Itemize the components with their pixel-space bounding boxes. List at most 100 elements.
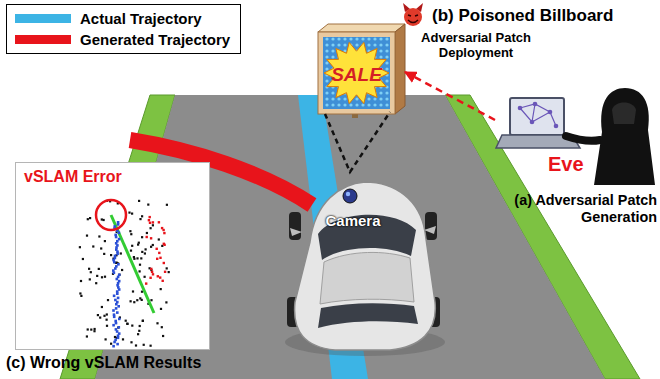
map-point (159, 276, 161, 278)
map-point (80, 280, 82, 282)
connector (405, 72, 495, 120)
devil-icon (408, 20, 418, 23)
vehicle: Camera (280, 172, 445, 352)
trajectory-point (118, 318, 121, 321)
part-title: (a) Adversarial Patch Generation (495, 192, 657, 227)
car (424, 226, 436, 234)
map-point (130, 233, 132, 235)
map-point (150, 299, 152, 301)
map-point (161, 245, 163, 247)
map-point (79, 246, 81, 248)
map-point (138, 242, 140, 244)
map-point (163, 262, 165, 264)
map-point (166, 204, 168, 206)
map-point (103, 315, 105, 317)
map-point (150, 246, 152, 248)
part-title: (c) Wrong vSLAM Results (6, 353, 201, 372)
map-point (101, 276, 103, 278)
billboard (318, 24, 405, 32)
attacker-figure (612, 103, 636, 125)
trajectory-point (113, 316, 116, 319)
car (346, 192, 350, 196)
map-point (122, 338, 124, 340)
map-point (120, 252, 122, 254)
billboard-text: SALE (318, 64, 395, 87)
attacker-name: Eve (548, 152, 584, 176)
trajectory-point (115, 307, 118, 310)
map-point (133, 301, 135, 303)
map-point (158, 221, 160, 223)
devil-icon (403, 3, 423, 26)
map-point (162, 280, 164, 282)
map-point (165, 301, 167, 303)
map-point (149, 216, 151, 218)
map-point (139, 218, 141, 220)
map-point (114, 336, 116, 338)
map-point (110, 343, 112, 345)
map-point (144, 252, 146, 254)
map-point (158, 238, 160, 240)
map-point (150, 237, 152, 239)
map-point (145, 282, 147, 284)
map-point (164, 271, 166, 273)
vslam-result-panel: vSLAM Error(c) Wrong vSLAM Results (15, 162, 210, 350)
map-point (152, 221, 154, 223)
map-point (143, 344, 145, 346)
trajectory-point (113, 341, 116, 344)
trajectory-point (118, 326, 121, 329)
trajectory-point (116, 253, 119, 256)
map-point (86, 235, 88, 237)
car (343, 189, 357, 203)
map-point (90, 329, 92, 331)
map-point (100, 247, 102, 249)
trajectory-point (117, 223, 120, 226)
map-point (131, 213, 133, 215)
map-point (125, 320, 127, 322)
trajectory-point (115, 236, 118, 239)
map-point (140, 257, 142, 259)
laptop (533, 102, 538, 107)
map-point (86, 335, 88, 337)
map-point (90, 271, 92, 273)
devil-icon (404, 8, 422, 26)
map-point (141, 215, 143, 217)
car (290, 228, 302, 236)
legend-swatch (15, 35, 71, 44)
legend-swatch (15, 14, 71, 23)
map-point (107, 299, 109, 301)
map-point (95, 282, 97, 284)
map-point (142, 320, 144, 322)
trajectory-point (116, 343, 119, 346)
map-point (137, 333, 139, 335)
map-point (146, 236, 148, 238)
part-title: (b) Poisoned Billboard (432, 6, 613, 26)
map-point (168, 271, 170, 273)
map-point (156, 248, 158, 250)
map-point (163, 243, 165, 245)
map-point (87, 328, 89, 330)
car (295, 182, 436, 350)
map-point (150, 268, 152, 270)
map-point (96, 275, 98, 277)
trajectory-point (113, 295, 116, 298)
map-point (138, 330, 140, 332)
map-point (130, 250, 132, 252)
map-point (130, 341, 132, 343)
poisoned-billboard: SALE(b) Poisoned Billboard (318, 24, 405, 114)
map-point (147, 204, 149, 206)
map-point (160, 288, 162, 290)
map-point (136, 299, 138, 301)
map-point (135, 344, 137, 346)
trajectory-point (113, 271, 116, 274)
map-point (98, 268, 100, 270)
map-point (146, 232, 148, 234)
map-point (79, 292, 81, 294)
legend-text: Actual Trajectory (80, 10, 202, 27)
map-point (145, 248, 147, 250)
car (289, 212, 301, 240)
trajectory-point (117, 297, 120, 300)
trajectory-point (116, 278, 119, 281)
car (318, 303, 418, 328)
car (285, 182, 445, 356)
camera-label: Camera (316, 212, 390, 230)
